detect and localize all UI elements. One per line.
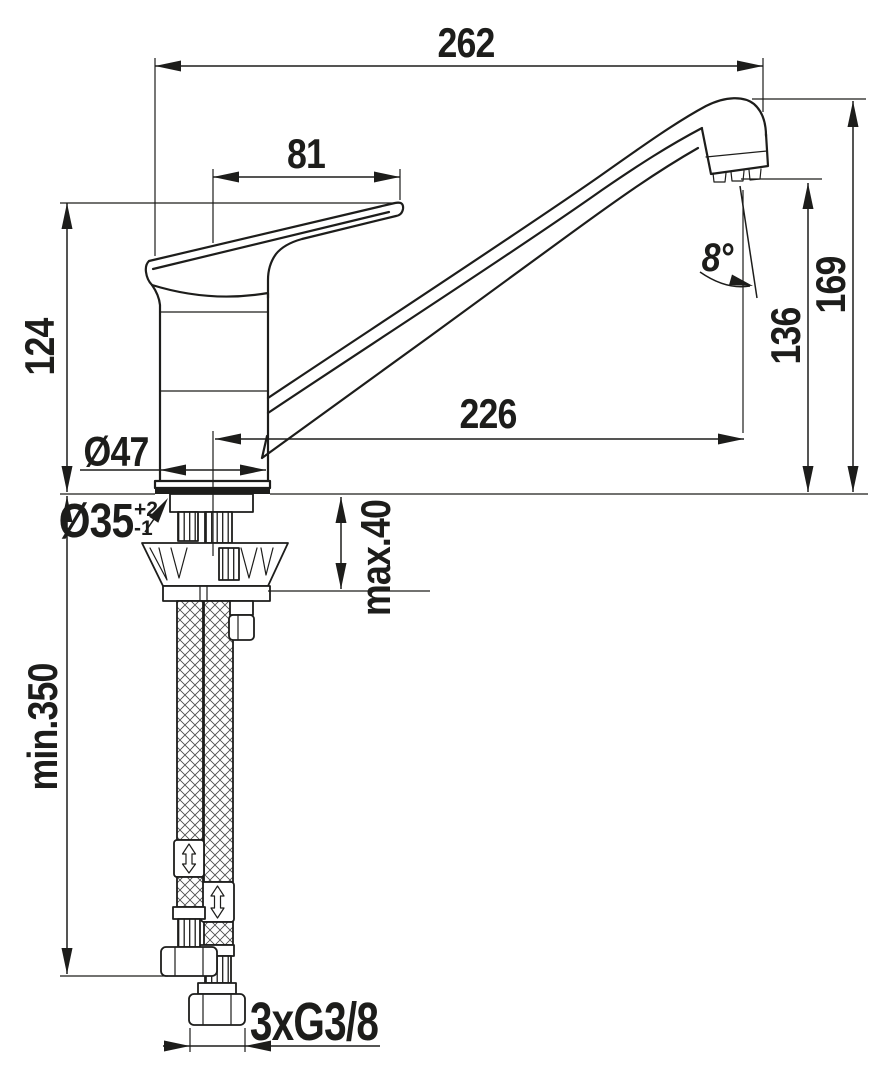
mounting-hardware (141, 493, 289, 602)
arrow-down-icon (61, 948, 73, 974)
hose-right-nut-facets (202, 994, 232, 1025)
dim-max-deck-thickness: max.40 (268, 497, 430, 616)
dim-max-deck-thickness-label: max.40 (353, 500, 399, 616)
hose-right-washer (197, 982, 237, 995)
hose-left-braid-lower (176, 876, 204, 908)
arrow-up-icon (847, 101, 859, 127)
arrow-left-icon (155, 60, 181, 72)
angle-arc (699, 271, 751, 288)
faucet (141, 97, 770, 1026)
hose-right-braid-lower (203, 921, 234, 946)
arrow-up-icon (802, 183, 814, 209)
dim-handle-length-ext (212, 169, 401, 243)
cone-cutouts (149, 547, 274, 581)
arrow-down-icon (61, 466, 73, 492)
hose-left-braid-upper (176, 600, 204, 841)
arrow-down-icon (335, 563, 347, 589)
hose-left-thread (177, 918, 201, 948)
arrow-up-icon (61, 203, 73, 229)
dim-connection-thread-label: 3xG3/8 (250, 992, 379, 1052)
hose-left-collar (172, 906, 206, 920)
cone-center-slot (218, 547, 240, 581)
dim-outlet-height: 136 (741, 178, 822, 492)
hose-left-crimp-sleeve (173, 839, 205, 878)
arrow-right-icon (718, 433, 744, 445)
dim-hole-diameter: Ø35 +2 -1 (59, 495, 168, 548)
threaded-stud-left (177, 511, 199, 542)
dim-body-diameter-label: Ø47 (84, 429, 149, 475)
arrow-up-icon (335, 497, 347, 523)
dim-body-diameter: Ø47 (80, 429, 266, 476)
handle-outline (144, 201, 405, 300)
arrow-inward-right-icon (245, 1040, 271, 1052)
handle-lever (144, 201, 405, 300)
hose-right-crimp-sleeve (200, 881, 235, 923)
hose-right-flow-arrow-icon (210, 885, 225, 919)
dim-spout-reach-ext (212, 190, 744, 556)
dim-hole-tol-lower-label: -1 (134, 517, 153, 540)
spout-mid-edge (266, 126, 704, 415)
dim-handle-length: 81 (212, 131, 401, 243)
side-connector-body (229, 600, 254, 616)
dim-overall-width-ext (154, 58, 764, 256)
dim-connection-thread-ext (189, 1028, 246, 1052)
leader-arrow-icon (149, 498, 168, 523)
arc-arrow-icon (729, 274, 753, 286)
dim-overall-width-label: 262 (437, 20, 494, 66)
dim-outlet-height-label: 136 (763, 307, 809, 364)
hose-left-nut (160, 946, 218, 977)
dim-spout-reach: 226 (212, 190, 744, 556)
dim-min-hose-length-label: min.350 (20, 663, 66, 790)
body-seams (159, 311, 269, 392)
dim-outlet-angle: 8° (699, 185, 758, 299)
dim-handle-length-label: 81 (287, 131, 325, 177)
arrow-right-icon (737, 60, 763, 72)
hose-left-nut-facets (174, 947, 204, 976)
arrow-left-icon (215, 433, 241, 445)
arrow-right-icon (240, 464, 266, 476)
arrow-up-icon (61, 496, 73, 522)
supply-hoses (160, 600, 255, 1026)
arrow-down-icon (802, 466, 814, 492)
threaded-stud-right (204, 511, 233, 544)
dim-spout-height: 169 (752, 98, 866, 492)
dim-connection-thread: 3xG3/8 (163, 992, 380, 1052)
mixer-body (150, 283, 270, 483)
hose-left-flow-arrow-icon (181, 843, 197, 874)
clamp-base-seams (199, 585, 208, 602)
dim-height-to-handle: 124 (17, 202, 402, 492)
arrow-left-icon (213, 171, 239, 183)
body-outline (150, 283, 270, 483)
arrow-right-icon (374, 171, 400, 183)
hose-right-nut (188, 993, 246, 1026)
arrow-left-icon (160, 464, 186, 476)
side-connector-nut (228, 614, 255, 641)
spout-head-outline (700, 127, 770, 176)
spout-top-edge (266, 97, 768, 400)
water-stream-line (739, 185, 758, 299)
arrow-down-icon (847, 466, 859, 492)
dim-outlet-angle-label: 8° (702, 234, 735, 279)
dimension-annotations: 262 81 124 Ø47 Ø35 +2 -1 (17, 20, 868, 1052)
clamp-base-plate (162, 585, 271, 602)
dim-spout-height-label: 169 (808, 256, 854, 313)
spout-head (700, 127, 770, 183)
hose-right-braid-upper (203, 600, 234, 883)
dim-spout-reach-label: 226 (459, 391, 516, 437)
dim-hole-tol-upper-label: +2 (134, 498, 158, 521)
dim-min-hose-length: min.350 (20, 496, 168, 977)
shank-flange (169, 493, 254, 513)
spout-head-seam (705, 150, 768, 158)
arrow-inward-left-icon (164, 1040, 190, 1052)
clamping-cone (141, 542, 289, 587)
dim-overall-width: 262 (154, 20, 764, 256)
dim-height-to-handle-label: 124 (17, 317, 63, 375)
